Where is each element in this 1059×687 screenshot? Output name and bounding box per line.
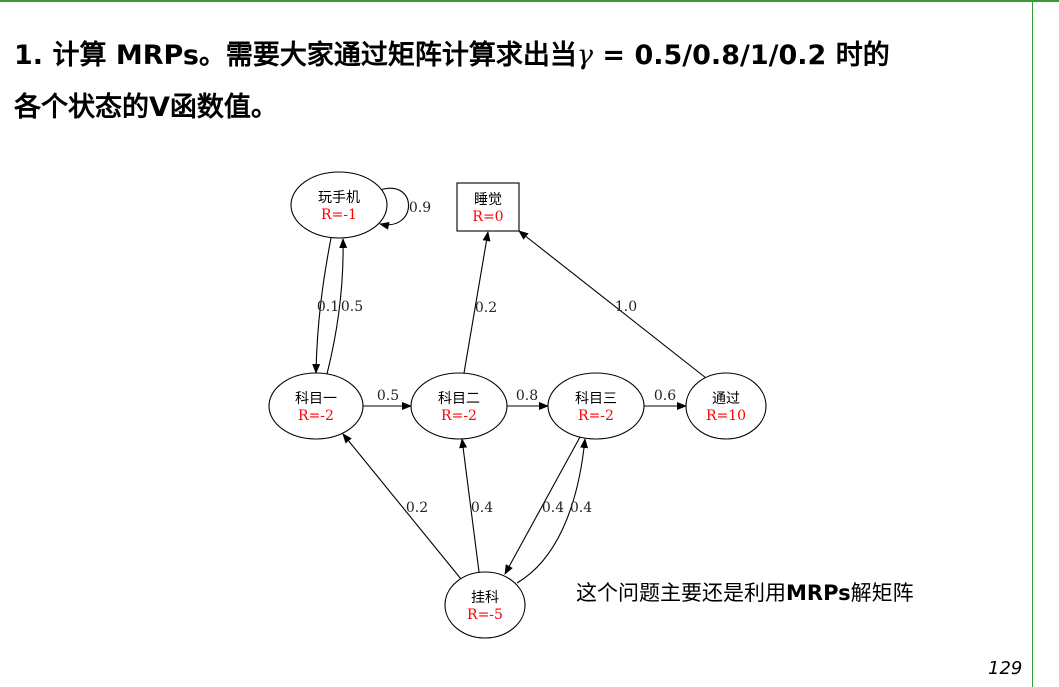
- note-suffix: 解矩阵: [850, 581, 914, 605]
- edge-fail-c1: 0.2: [342, 433, 462, 580]
- edge-c1-phone: 0.5: [326, 238, 363, 375]
- edge-line-pass-sleep: [518, 230, 707, 379]
- edge-fail-c2: 0.4: [459, 438, 493, 573]
- state-name-sleep: 睡觉: [474, 192, 502, 208]
- edge-line-c3-fail: [504, 436, 581, 575]
- title-suffix: = 0.5/0.8/1/0.2 时的: [593, 40, 890, 71]
- title-prefix: 1. 计算 MRPs。需要大家通过矩阵计算求出当: [14, 40, 577, 71]
- state-name-fail: 挂科: [471, 590, 499, 606]
- edge-line-fail-c3: [516, 438, 589, 584]
- slide-title: 1. 计算 MRPs。需要大家通过矩阵计算求出当γ = 0.5/0.8/1/0.…: [14, 30, 1024, 134]
- state-name-pass: 通过: [712, 391, 740, 407]
- gamma-symbol: γ: [576, 40, 594, 71]
- edge-line-phone-c1: [312, 237, 332, 374]
- state-name-c3: 科目三: [575, 391, 617, 407]
- edge-label-c1-c2: 0.5: [377, 388, 399, 404]
- state-shape-pass: [685, 372, 767, 440]
- edge-label-fail-c3: 0.4: [570, 500, 592, 516]
- edge-label-c2-sleep: 0.2: [475, 300, 497, 316]
- edge-phone-c1: 0.1: [312, 237, 339, 374]
- state-name-phone: 玩手机: [318, 190, 360, 206]
- edge-label-c2-c3: 0.8: [516, 388, 538, 404]
- nodes-layer: 玩手机R=-1睡觉R=0科目一R=-2科目二R=-2科目三R=-2通过R=10挂…: [268, 171, 767, 639]
- state-shape-c3: [547, 372, 645, 440]
- edge-c2-c3: 0.8: [507, 388, 549, 410]
- footnote: 这个问题主要还是利用MRPs解矩阵: [576, 577, 914, 607]
- edge-label-c3-pass: 0.6: [654, 388, 676, 404]
- edge-line-fail-c1: [342, 433, 462, 580]
- state-name-c1: 科目一: [295, 391, 337, 407]
- note-prefix: 这个问题主要还是利用: [576, 581, 786, 605]
- edge-line-fail-c2: [459, 438, 480, 573]
- state-reward-pass: R=10: [706, 408, 746, 424]
- edge-label-phone-phone: 0.9: [409, 200, 431, 216]
- edge-label-phone-c1: 0.1: [317, 299, 339, 315]
- edge-phone-phone: 0.9: [379, 187, 431, 230]
- edge-label-pass-sleep: 1.0: [615, 299, 637, 315]
- note-bold: MRPs: [786, 581, 851, 605]
- state-node-fail: 挂科R=-5: [444, 571, 526, 639]
- edge-label-c1-phone: 0.5: [341, 299, 363, 315]
- state-shape-sleep: [456, 182, 520, 232]
- right-accent-rule: [1032, 0, 1033, 687]
- edge-label-fail-c1: 0.2: [406, 500, 428, 516]
- edge-label-c3-fail: 0.4: [542, 500, 564, 516]
- state-reward-fail: R=-5: [467, 607, 503, 623]
- state-name-c2: 科目二: [438, 391, 480, 407]
- state-reward-phone: R=-1: [321, 207, 357, 223]
- state-shape-phone: [290, 171, 388, 239]
- state-shape-fail: [444, 571, 526, 639]
- title-line-2: 各个状态的V函数值。: [14, 92, 278, 123]
- edge-line-c1-phone: [326, 238, 348, 375]
- state-node-sleep: 睡觉R=0: [456, 182, 520, 232]
- edge-label-fail-c2: 0.4: [471, 500, 493, 516]
- edge-line-phone-phone: [379, 187, 410, 230]
- state-reward-c1: R=-2: [298, 408, 334, 424]
- title-line-1: 1. 计算 MRPs。需要大家通过矩阵计算求出当γ = 0.5/0.8/1/0.…: [14, 30, 1024, 82]
- state-shape-c1: [268, 372, 364, 440]
- state-reward-c3: R=-2: [578, 408, 614, 424]
- edge-c3-fail: 0.4: [504, 436, 581, 575]
- state-node-pass: 通过R=10: [685, 372, 767, 440]
- state-shape-c2: [410, 372, 508, 440]
- edge-c3-pass: 0.6: [644, 388, 687, 410]
- page-number: 129: [988, 658, 1023, 679]
- edge-c1-c2: 0.5: [363, 388, 412, 410]
- state-reward-sleep: R=0: [472, 209, 503, 225]
- edge-c2-sleep: 0.2: [463, 231, 497, 374]
- edge-pass-sleep: 1.0: [518, 230, 707, 379]
- edge-fail-c3: 0.4: [516, 438, 592, 584]
- top-accent-rule: [0, 0, 1059, 2]
- state-reward-c2: R=-2: [441, 408, 477, 424]
- edge-line-c2-sleep: [463, 231, 491, 374]
